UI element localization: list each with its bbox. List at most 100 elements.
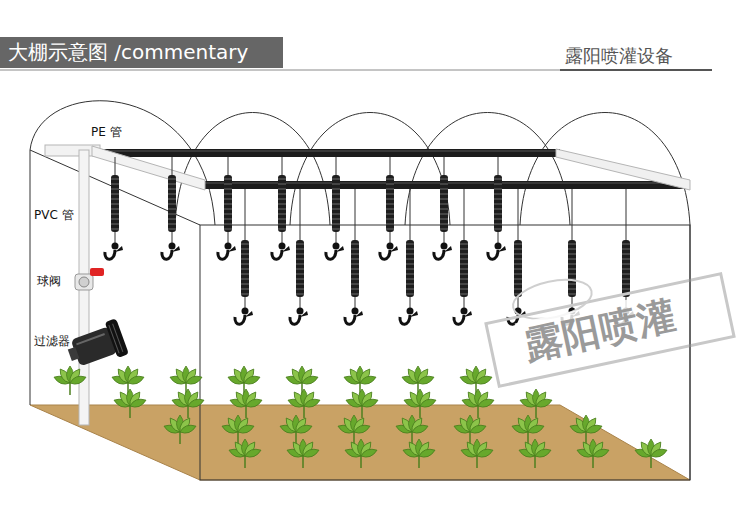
coil-ring	[241, 244, 249, 245]
coil-ring	[278, 219, 286, 220]
coil-ring	[168, 199, 176, 200]
hanging-sprinkler	[105, 157, 123, 259]
coil-ring	[494, 194, 502, 195]
pvc-pipe	[92, 146, 205, 190]
filter	[63, 318, 129, 373]
nozzle-ball	[495, 243, 502, 250]
nozzle-hook	[272, 250, 282, 259]
leaf	[243, 374, 261, 386]
coil-ring	[241, 279, 249, 280]
leaf	[237, 423, 255, 435]
leaf	[359, 374, 377, 386]
leaf	[244, 447, 262, 459]
seedling	[171, 389, 205, 418]
seedling	[511, 415, 545, 444]
coil-ring	[514, 279, 522, 280]
coil-ring	[622, 269, 630, 270]
leaf	[245, 397, 263, 409]
nozzle-tip	[464, 311, 472, 317]
hanging-sprinkler	[162, 157, 180, 259]
coil-ring	[224, 224, 232, 225]
watermark: 露阳喷灌	[515, 289, 686, 372]
pe-pipe	[95, 149, 560, 157]
coil-ring	[351, 259, 359, 260]
seedling	[337, 415, 371, 444]
seedling	[460, 439, 494, 468]
coil-ring	[406, 279, 414, 280]
coil-ring	[514, 274, 522, 275]
coil-ring	[224, 209, 232, 210]
coil-ring	[296, 259, 304, 260]
coil-ring	[460, 274, 468, 275]
coil-ring	[168, 179, 176, 180]
coil-ring	[514, 254, 522, 255]
coil-ring	[568, 289, 576, 290]
front-wall	[30, 150, 31, 405]
coil-ring	[460, 264, 468, 265]
coil-ring	[514, 259, 522, 260]
coil-ring	[460, 289, 468, 290]
coil-ring	[332, 219, 340, 220]
seedling	[228, 439, 262, 468]
header-rule	[0, 70, 712, 71]
coil-ring	[241, 274, 249, 275]
nozzle-ball	[387, 243, 394, 250]
coil-ring	[568, 294, 576, 295]
coil-ring	[460, 279, 468, 280]
coil-ring	[168, 184, 176, 185]
nozzle-ball	[242, 308, 249, 315]
coil-ring	[440, 214, 448, 215]
coil-ring	[241, 269, 249, 270]
coil-ring	[514, 264, 522, 265]
leaf	[129, 397, 147, 409]
leaf	[303, 397, 321, 409]
weight-coil	[241, 240, 249, 297]
greenhouse-arch	[30, 101, 215, 225]
stamp-frame	[486, 274, 734, 387]
nozzle-ball	[112, 243, 119, 250]
seedling	[519, 389, 553, 418]
leaf	[469, 423, 487, 435]
coil-ring	[386, 224, 394, 225]
coil-ring	[622, 289, 630, 290]
coil-ring	[568, 269, 576, 270]
coil-ring	[440, 219, 448, 220]
coil-ring	[494, 219, 502, 220]
coil-ring	[514, 249, 522, 250]
brand-name: 露阳喷灌设备	[564, 45, 674, 67]
coil-ring	[494, 199, 502, 200]
nozzle-hook	[326, 250, 336, 259]
coil-ring	[622, 244, 630, 245]
nozzle-tip	[172, 246, 180, 252]
header-rule-accent	[560, 69, 712, 71]
seedling	[227, 366, 261, 395]
coil-ring	[406, 289, 414, 290]
coil-ring	[351, 264, 359, 265]
coil-ring	[224, 229, 232, 230]
coil-ring	[351, 279, 359, 280]
weight-coil	[111, 175, 119, 232]
weight-coil	[494, 175, 502, 232]
coil-ring	[440, 204, 448, 205]
coil-ring	[406, 269, 414, 270]
weight-coil	[224, 175, 232, 232]
coil-ring	[622, 279, 630, 280]
seedling	[345, 389, 379, 418]
coil-ring	[351, 274, 359, 275]
hanging-sprinkler	[488, 157, 506, 259]
coil-ring	[296, 284, 304, 285]
leaf	[127, 374, 145, 386]
leaf	[534, 447, 552, 459]
coil-ring	[168, 189, 176, 190]
nozzle-hook	[290, 315, 300, 324]
coil-ring	[440, 184, 448, 185]
coil-ring	[241, 289, 249, 290]
leaf	[477, 397, 495, 409]
seedling	[343, 366, 377, 395]
leaf	[360, 447, 378, 459]
leaf	[69, 374, 87, 386]
nozzle-tip	[282, 246, 290, 252]
weight-coil	[440, 175, 448, 232]
coil-ring	[622, 264, 630, 265]
nozzle-tip	[336, 246, 344, 252]
